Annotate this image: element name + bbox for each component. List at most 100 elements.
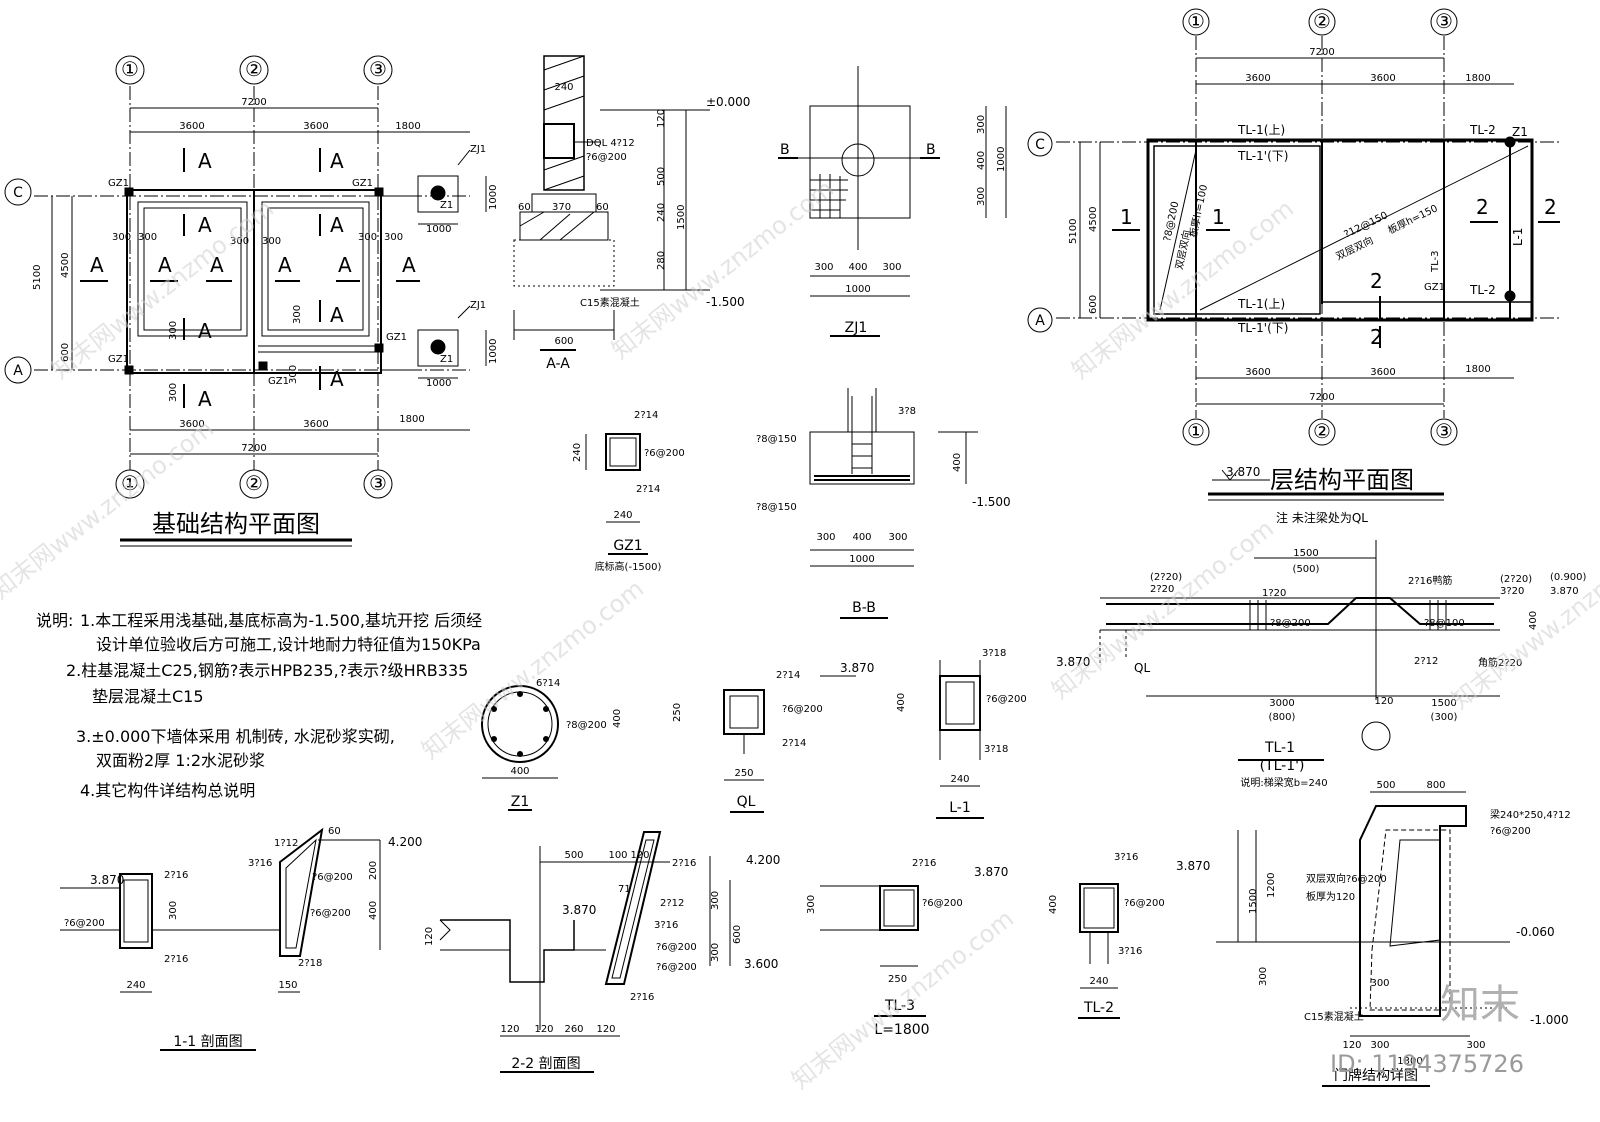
gate-dim-800: 800 <box>1426 780 1445 791</box>
tl2-bottom-bars: 3?16 <box>1118 946 1142 957</box>
tl1-r8200: ?8@200 <box>1270 618 1311 629</box>
tl2-top-label: TL-2 <box>1469 123 1496 137</box>
title-tl1b: (TL-1') <box>1260 758 1305 774</box>
dim-3600-c: 3600 <box>179 419 204 430</box>
mark-a-14: A <box>330 367 344 391</box>
dim-300-c: 300 <box>230 236 249 247</box>
dim-7200-top: 7200 <box>241 97 266 108</box>
notes-line2b: 垫层混凝土C15 <box>92 687 204 706</box>
dql-stirrup: ?6@200 <box>586 152 627 163</box>
slab2-thickness: 板厚h=150 <box>1386 201 1440 236</box>
title-gz1: GZ1 <box>613 538 642 554</box>
tl1-dim-120: 120 <box>1374 696 1393 707</box>
c15-label: C15素混凝土 <box>580 296 640 309</box>
tl1-r220a: 2?20 <box>1150 584 1174 595</box>
zj1-label-a: ZJ1 <box>470 144 486 155</box>
bb-dim-400-v: 400 <box>952 453 963 472</box>
title-2-2: 2-2 剖面图 <box>511 1056 580 1072</box>
title-tl3-len: L=1800 <box>874 1022 929 1038</box>
fp-z1-label: Z1 <box>1512 125 1528 139</box>
axis-3-top: ③ <box>369 57 387 81</box>
title-zj1: ZJ1 <box>845 320 868 336</box>
dim-7200-bottom: 7200 <box>241 443 266 454</box>
s22-dim-120: 120 <box>630 850 649 861</box>
dim-240-aa: 240 <box>656 203 667 222</box>
zj1-dim-300-v2: 300 <box>976 187 987 206</box>
s22-dim-120-b: 120 <box>534 1024 553 1035</box>
fp-dim-3600-b: 3600 <box>1370 73 1395 84</box>
s11-dim-300: 300 <box>168 901 179 920</box>
mark-a-6: A <box>158 253 172 277</box>
s22-dim-500: 500 <box>564 850 583 861</box>
elev-0: ±0.000 <box>706 95 750 109</box>
z1-label-b: Z1 <box>440 354 453 365</box>
s11-stirrup-b: ?6@200 <box>312 872 353 883</box>
s22-dim-300-b: 300 <box>710 943 721 962</box>
fp-axis-1-top: ① <box>1187 9 1205 33</box>
fp-dim-600: 600 <box>1088 295 1099 314</box>
gate-elev-006: -0.060 <box>1516 925 1555 939</box>
gate-slab-thickness: 板厚为120 <box>1306 890 1355 903</box>
s22-r216-b: 2?16 <box>630 992 654 1003</box>
tl2-detail <box>1078 883 1120 1019</box>
tl1b-bottom-label: TL-1'(下) <box>1237 321 1288 335</box>
slab2-double: 双层双向 <box>1334 233 1376 262</box>
mark-a-10: A <box>402 253 416 277</box>
tl1-elev-387: 3.870 <box>1550 586 1579 597</box>
dim-300-f: 300 <box>384 232 403 243</box>
watermark-5: 知末网www.znzmo.com <box>1066 194 1299 384</box>
dim-600-aa: 600 <box>554 336 573 347</box>
bb-stirrup-bottom: ?8@150 <box>756 502 797 513</box>
notes-line2: 2.柱基混凝土C25,钢筋?表示HPB235,?表示?级HRB335 <box>66 661 468 680</box>
gate-dim-300-v: 300 <box>1258 967 1269 986</box>
dim-1800-bottom: 1800 <box>399 414 424 425</box>
tl3-top-bars: 2?16 <box>912 858 936 869</box>
gate-dim-300-c: 300 <box>1466 1040 1485 1051</box>
gz1-dim-240-h: 240 <box>613 510 632 521</box>
gz1-dim-240-v: 240 <box>572 443 583 462</box>
dim-300-d: 300 <box>262 236 281 247</box>
s22-dim-100: 100 <box>608 850 627 861</box>
z1-stirrup: ?8@200 <box>566 720 607 731</box>
dim-300-e: 300 <box>358 232 377 243</box>
tl1-r212: 2?12 <box>1414 656 1438 667</box>
tl1-dim-400: 400 <box>1528 611 1539 630</box>
s22-elev-42: 4.200 <box>746 853 780 867</box>
fp-dim-1800-top: 1800 <box>1465 73 1490 84</box>
s22-r316: 3?16 <box>654 920 678 931</box>
mark-a-13: A <box>198 387 212 411</box>
s22-angle: 71 <box>618 884 631 895</box>
axis-2-top: ② <box>245 57 263 81</box>
tl2-stirrup: ?6@200 <box>1124 898 1165 909</box>
gate-slab-rebar: 双层双向?6@200 <box>1306 872 1387 885</box>
dim-4500: 4500 <box>60 253 71 278</box>
fp-sec-1-left: 1 <box>1120 205 1133 229</box>
gz1-stirrup: ?6@200 <box>644 448 685 459</box>
axis-a: A <box>13 363 23 379</box>
l1-dim-400: 400 <box>896 693 907 712</box>
tl1-r8100: ?8@100 <box>1424 618 1465 629</box>
l1-bottom-bars: 3?18 <box>984 744 1008 755</box>
tl2-elev: 3.870 <box>1176 859 1210 873</box>
title-tl3: TL-3 <box>884 998 915 1014</box>
s22-dim-120-a: 120 <box>500 1024 519 1035</box>
dim-60-b: 60 <box>596 202 609 213</box>
tl2-bottom-label: TL-2 <box>1469 283 1496 297</box>
notes-line4: 4.其它构件详结构总说明 <box>80 781 255 800</box>
bb-dim-300-b: 300 <box>888 532 907 543</box>
elev-minus-1500: -1.500 <box>706 295 745 309</box>
mark-a-2: A <box>330 149 344 173</box>
ql-elev: 3.870 <box>840 661 874 675</box>
fp-sec-2-bottom-a: 2 <box>1370 269 1383 293</box>
zj1-dim-1000-v: 1000 <box>996 147 1007 172</box>
ql-top-bars: 2?14 <box>776 670 800 681</box>
s22-dim-120-c: 120 <box>596 1024 615 1035</box>
ql-dim-250-h: 250 <box>734 768 753 779</box>
tl1-corner: 角筋2?20 <box>1478 656 1522 669</box>
floor-elev: 3.870 <box>1226 465 1260 479</box>
gate-beam-stirrup: ?6@200 <box>1490 826 1531 837</box>
gate-detail <box>1216 791 1510 1087</box>
tl3-dim-300: 300 <box>806 895 817 914</box>
zj1-label-b: ZJ1 <box>470 300 486 311</box>
